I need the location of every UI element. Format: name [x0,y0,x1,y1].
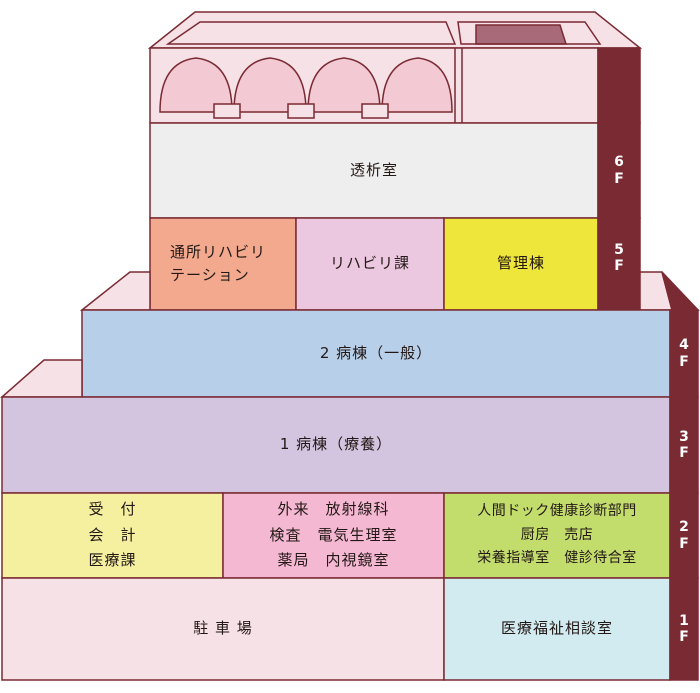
room-outpatient-rehab [149,217,297,311]
roof-side [597,47,641,124]
arch-window-4 [381,57,453,113]
room-dialysis [149,122,599,219]
roof-panel-frame [457,21,602,45]
arch-window-2 [233,57,307,113]
room-rehab-dept [295,217,445,311]
floor-6f-letter: F [614,170,624,187]
floor-5f-number: 5 [614,241,624,258]
floor-4f-number: 4 [679,337,689,354]
room-parking [1,577,445,681]
floor-2f-letter: F [679,535,689,552]
floor-6f-number: 6 [614,154,624,171]
floor-label-4f: 4 F [670,310,698,397]
terrace-4f-left [79,271,151,311]
floor-5f-letter: F [614,258,624,274]
floor-3f-letter: F [679,445,689,461]
room-checkup [443,492,671,579]
arch-block-1 [213,103,241,119]
room-ward2 [81,309,671,398]
floor-label-2f: 2 F [670,493,698,578]
arch-window-3 [307,57,381,113]
floor-label-6f: 6 F [598,123,640,218]
side-1f [669,577,699,681]
floor-4f-letter: F [679,353,689,370]
floor-1f-number: 1 [679,612,689,629]
floor-label-5f: 5 F [598,218,640,298]
arch-block-3 [361,103,389,119]
floor-2f-number: 2 [679,519,689,536]
arch-window-1 [159,57,233,113]
room-outpatient-radiology [222,492,445,579]
roof-top-inner [165,21,457,45]
terrace-3f-left [0,359,83,398]
room-admin-wing [443,217,599,311]
floor-1f-letter: F [679,629,689,645]
floor-label-1f: 1 F [670,578,698,680]
room-welfare-consult [443,577,671,681]
arch-block-2 [287,103,315,119]
floor-3f-number: 3 [679,428,689,445]
floor-label-3f: 3 F [670,397,698,493]
room-ward1 [1,396,671,494]
room-reception [1,492,224,579]
